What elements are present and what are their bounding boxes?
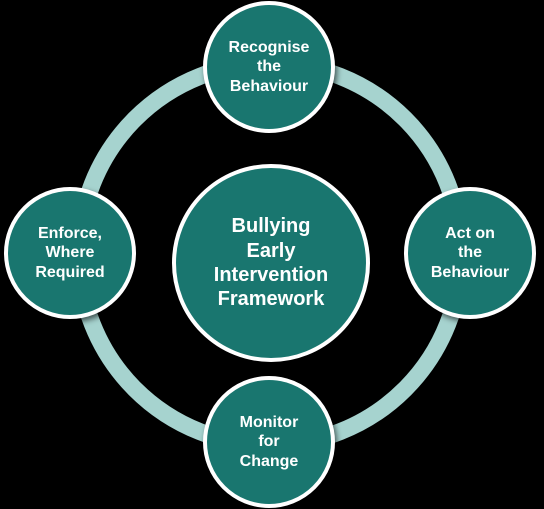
center-node: Bullying Early Intervention Framework bbox=[172, 164, 370, 362]
node-recognise-label: Recognise the Behaviour bbox=[228, 38, 310, 95]
node-monitor-label: Monitor for Change bbox=[239, 413, 299, 470]
center-node-label: Bullying Early Intervention Framework bbox=[213, 215, 329, 311]
node-act: Act on the Behaviour bbox=[404, 187, 536, 319]
node-act-label: Act on the Behaviour bbox=[430, 224, 510, 281]
node-monitor: Monitor for Change bbox=[203, 376, 335, 508]
node-enforce-label: Enforce, Where Required bbox=[35, 224, 105, 281]
node-enforce: Enforce, Where Required bbox=[4, 187, 136, 319]
node-recognise: Recognise the Behaviour bbox=[203, 1, 335, 133]
